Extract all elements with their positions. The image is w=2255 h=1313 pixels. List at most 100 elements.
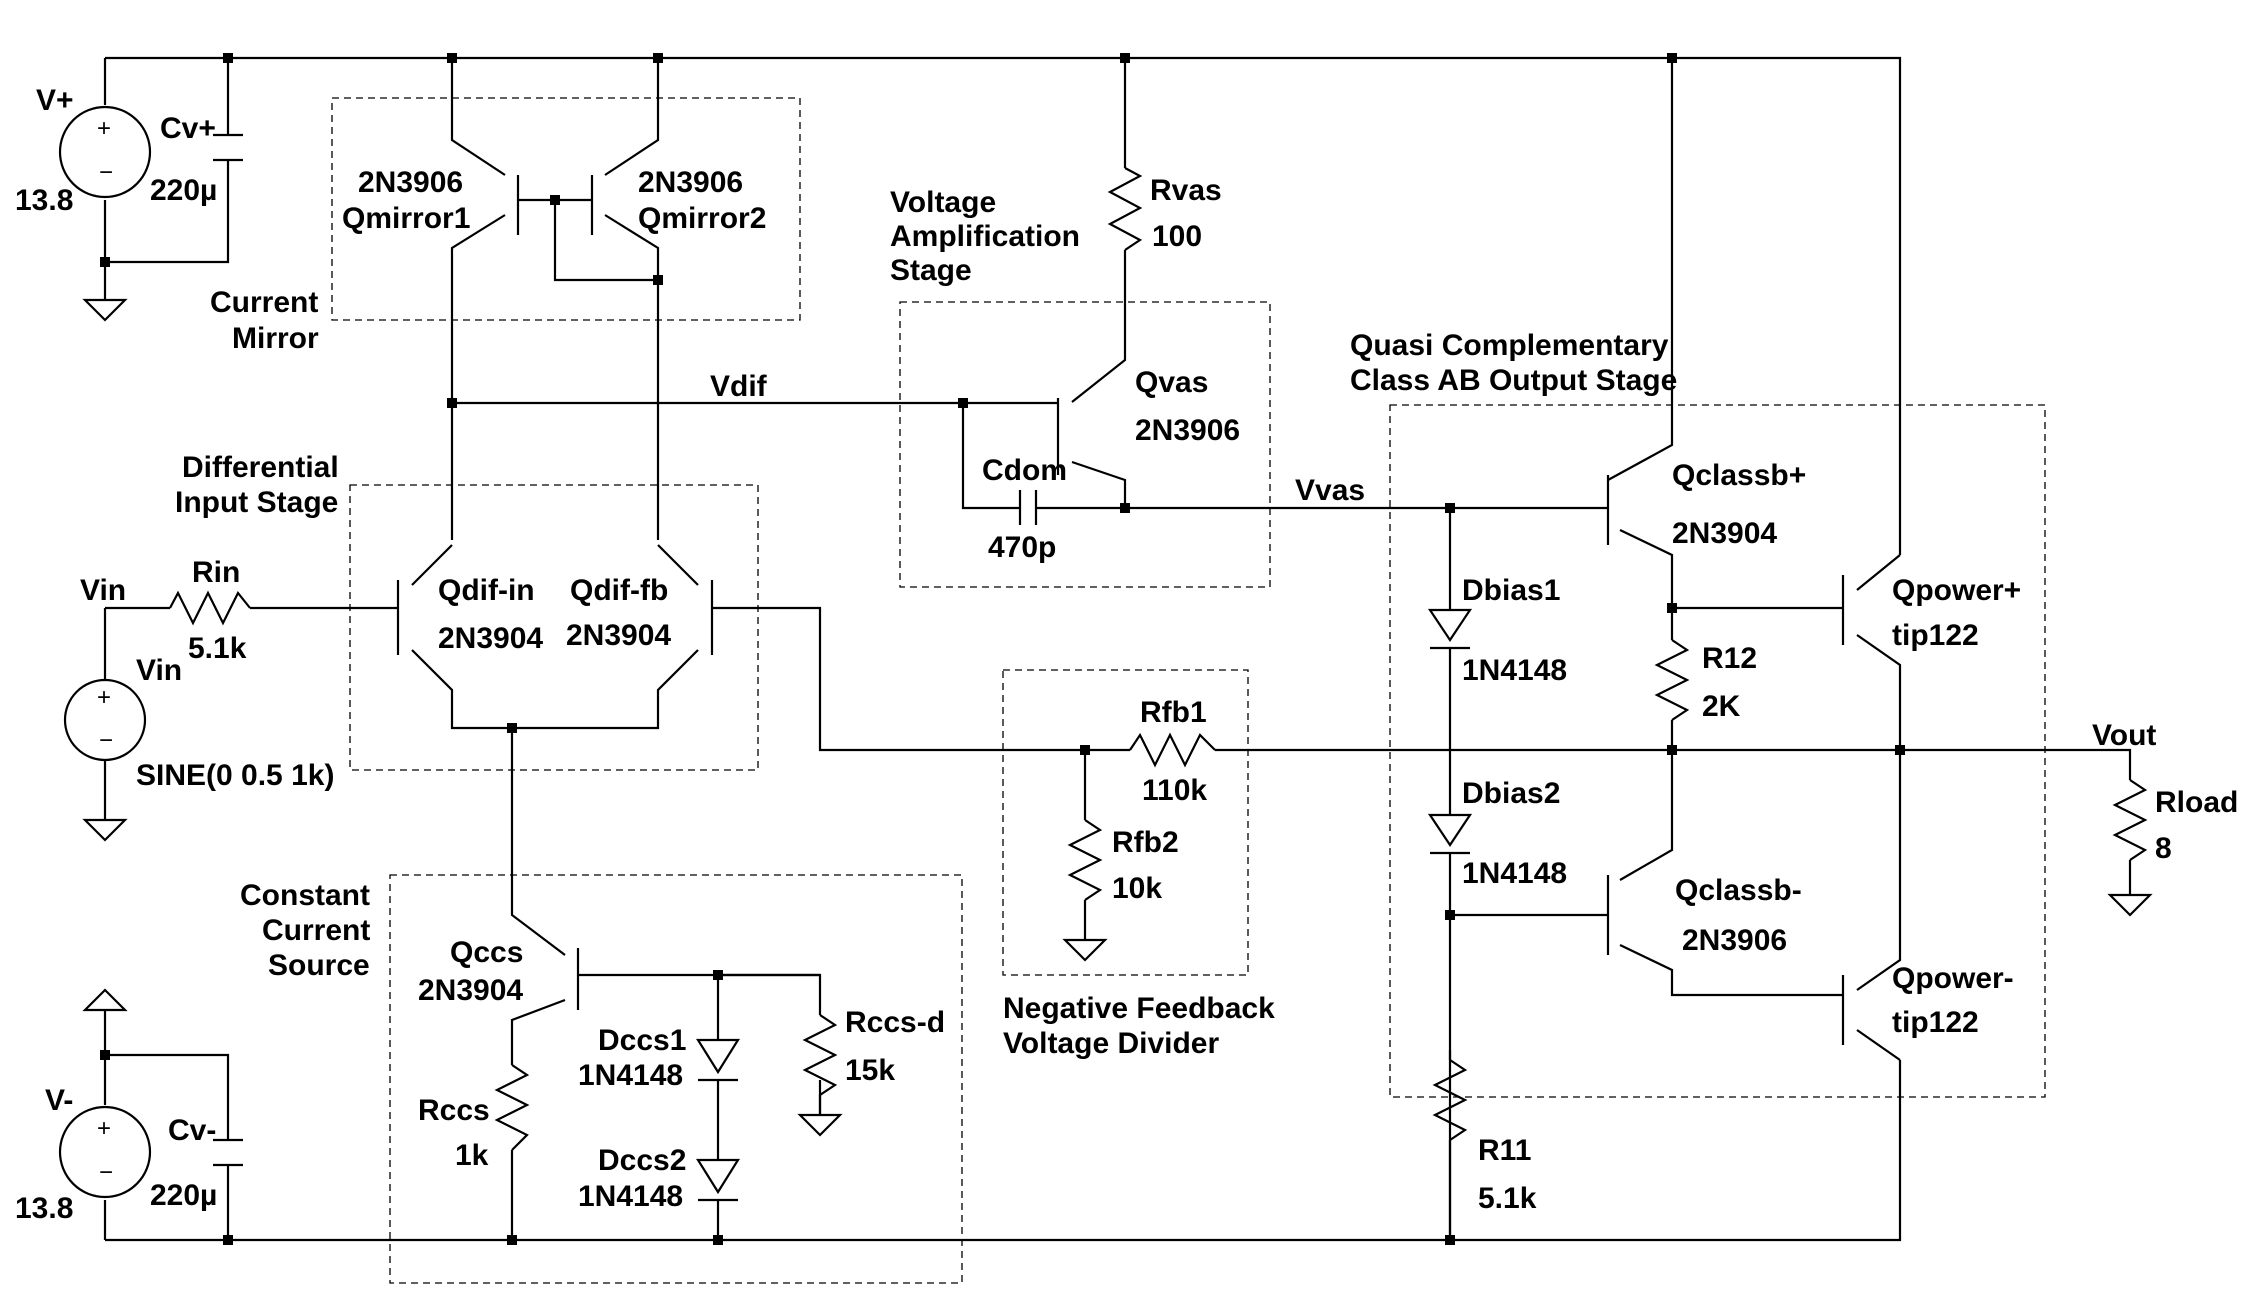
vin-source-value: SINE(0 0.5 1k) xyxy=(136,759,334,792)
svg-text:+: + xyxy=(97,684,111,711)
junctions xyxy=(100,53,1905,1245)
cdom-name: Cdom xyxy=(982,454,1067,487)
ground-symbol xyxy=(1062,938,1108,962)
svg-text:−: − xyxy=(99,1159,113,1186)
qclassbm-name: Qclassb- xyxy=(1675,874,1802,907)
dbias1-diode-symbol xyxy=(1427,608,1473,650)
current-mirror-label-1: Current xyxy=(210,286,318,319)
rfb1-name: Rfb1 xyxy=(1140,696,1207,729)
dbias1-name: Dbias1 xyxy=(1462,574,1560,607)
ground-symbol xyxy=(2107,893,2153,917)
qclassbm-type: 2N3906 xyxy=(1682,924,1787,957)
cvminus-name: Cv- xyxy=(168,1114,216,1147)
rin-value: 5.1k xyxy=(188,632,247,665)
vas-stage-box xyxy=(899,301,1271,588)
dccs1-name: Dccs1 xyxy=(598,1024,686,1057)
ccs-label-1: Constant xyxy=(240,879,370,912)
output-stage-label-1: Quasi Complementary xyxy=(1350,329,1669,362)
qvas-name: Qvas xyxy=(1135,366,1208,399)
qclassbp-name: Qclassb+ xyxy=(1672,459,1806,492)
qpowerm-type: tip122 xyxy=(1892,1006,1979,1039)
output-stage-box xyxy=(1389,404,2046,1098)
ccs-box xyxy=(389,874,963,1284)
dbias2-diode-symbol xyxy=(1427,813,1473,855)
diff-stage-label-2: Input Stage xyxy=(175,486,338,519)
ccs-label-2: Current xyxy=(262,914,370,947)
rccs-resistor-symbol xyxy=(494,1064,530,1151)
qccs-type: 2N3904 xyxy=(418,974,523,1007)
rload-name: Rload xyxy=(2155,786,2238,819)
qmirror2-type: 2N3906 xyxy=(638,166,743,199)
rccsd-value: 15k xyxy=(845,1054,895,1087)
output-stage-label-2: Class AB Output Stage xyxy=(1350,364,1677,397)
vminus-name: V- xyxy=(45,1084,73,1117)
vin-source-name: Vin xyxy=(136,654,182,687)
vplus-source-symbol xyxy=(58,105,152,199)
vas-stage-label-3: Stage xyxy=(890,254,972,287)
qdiffb-name: Qdif-fb xyxy=(570,574,668,607)
cvplus-name: Cv+ xyxy=(160,112,216,145)
labels: V+ 13.8 Cv+ 220µ 2N3906 Qmirror1 2N3906 … xyxy=(15,84,2238,1225)
dccs2-type: 1N4148 xyxy=(578,1180,683,1213)
vdif-net-label: Vdif xyxy=(710,370,768,403)
rccsd-resistor-symbol xyxy=(802,1014,838,1115)
diff-stage-label-1: Differential xyxy=(182,451,339,484)
svg-text:+: + xyxy=(97,1115,111,1142)
qccs-name: Qccs xyxy=(450,936,523,969)
svg-text:−: − xyxy=(99,159,113,186)
vvas-net-label: Vvas xyxy=(1295,474,1365,507)
rfb2-value: 10k xyxy=(1112,872,1162,905)
r12-value: 2K xyxy=(1702,690,1741,723)
r11-name: R11 xyxy=(1478,1134,1531,1167)
diff-stage-box xyxy=(349,484,759,771)
rfb1-resistor-symbol xyxy=(1129,732,1216,768)
cvminus-value: 220µ xyxy=(150,1179,217,1212)
qdifin-type: 2N3904 xyxy=(438,622,543,655)
dbias2-type: 1N4148 xyxy=(1462,857,1567,890)
vin-net-label: Vin xyxy=(80,574,126,607)
rccsd-name: Rccs-d xyxy=(845,1006,945,1039)
vplus-value: 13.8 xyxy=(15,184,73,217)
qpowerp-name: Qpower+ xyxy=(1892,574,2021,607)
rccs-name: Rccs xyxy=(418,1094,490,1127)
ccs-label-3: Source xyxy=(268,949,370,982)
svg-text:−: − xyxy=(99,727,113,754)
vas-stage-label-2: Amplification xyxy=(890,220,1080,253)
wires xyxy=(103,56,2132,1242)
feedback-label-2: Voltage Divider xyxy=(1003,1027,1219,1060)
qclassbp-type: 2N3904 xyxy=(1672,517,1777,550)
r12-resistor-symbol xyxy=(1654,639,1690,721)
qpowerp-type: tip122 xyxy=(1892,619,1979,652)
qmirror1-type: 2N3906 xyxy=(358,166,463,199)
rvas-value: 100 xyxy=(1152,220,1202,253)
components: + − + − + − xyxy=(58,105,2153,1202)
stage-boxes xyxy=(331,97,2046,1284)
rin-resistor-symbol xyxy=(169,590,251,626)
qvas-type: 2N3906 xyxy=(1135,414,1240,447)
qdiffb-type: 2N3904 xyxy=(566,619,671,652)
vminus-source-symbol xyxy=(58,1105,152,1199)
vout-net-label: Vout xyxy=(2092,719,2156,752)
cvplus-value: 220µ xyxy=(150,174,217,207)
vminus-value: 13.8 xyxy=(15,1192,73,1225)
current-mirror-label-2: Mirror xyxy=(232,322,319,355)
qpowerm-name: Qpower- xyxy=(1892,962,2014,995)
ground-symbol xyxy=(82,298,128,322)
vas-stage-label-1: Voltage xyxy=(890,186,996,219)
dccs1-diode-symbol xyxy=(696,1038,740,1082)
dbias2-name: Dbias2 xyxy=(1462,777,1560,810)
rload-resistor-symbol xyxy=(2112,779,2148,861)
feedback-box xyxy=(1002,669,1249,976)
dccs2-diode-symbol xyxy=(696,1158,740,1202)
ground-symbol xyxy=(82,818,128,842)
ground-symbol xyxy=(797,1113,843,1137)
vplus-name: V+ xyxy=(36,84,74,117)
rfb2-name: Rfb2 xyxy=(1112,826,1179,859)
rccs-value: 1k xyxy=(455,1139,489,1172)
svg-text:+: + xyxy=(97,115,111,142)
qmirror1-name: Qmirror1 xyxy=(342,202,470,235)
rfb2-resistor-symbol xyxy=(1067,819,1103,901)
vin-source-symbol xyxy=(63,678,147,762)
qdifin-name: Qdif-in xyxy=(438,574,535,607)
